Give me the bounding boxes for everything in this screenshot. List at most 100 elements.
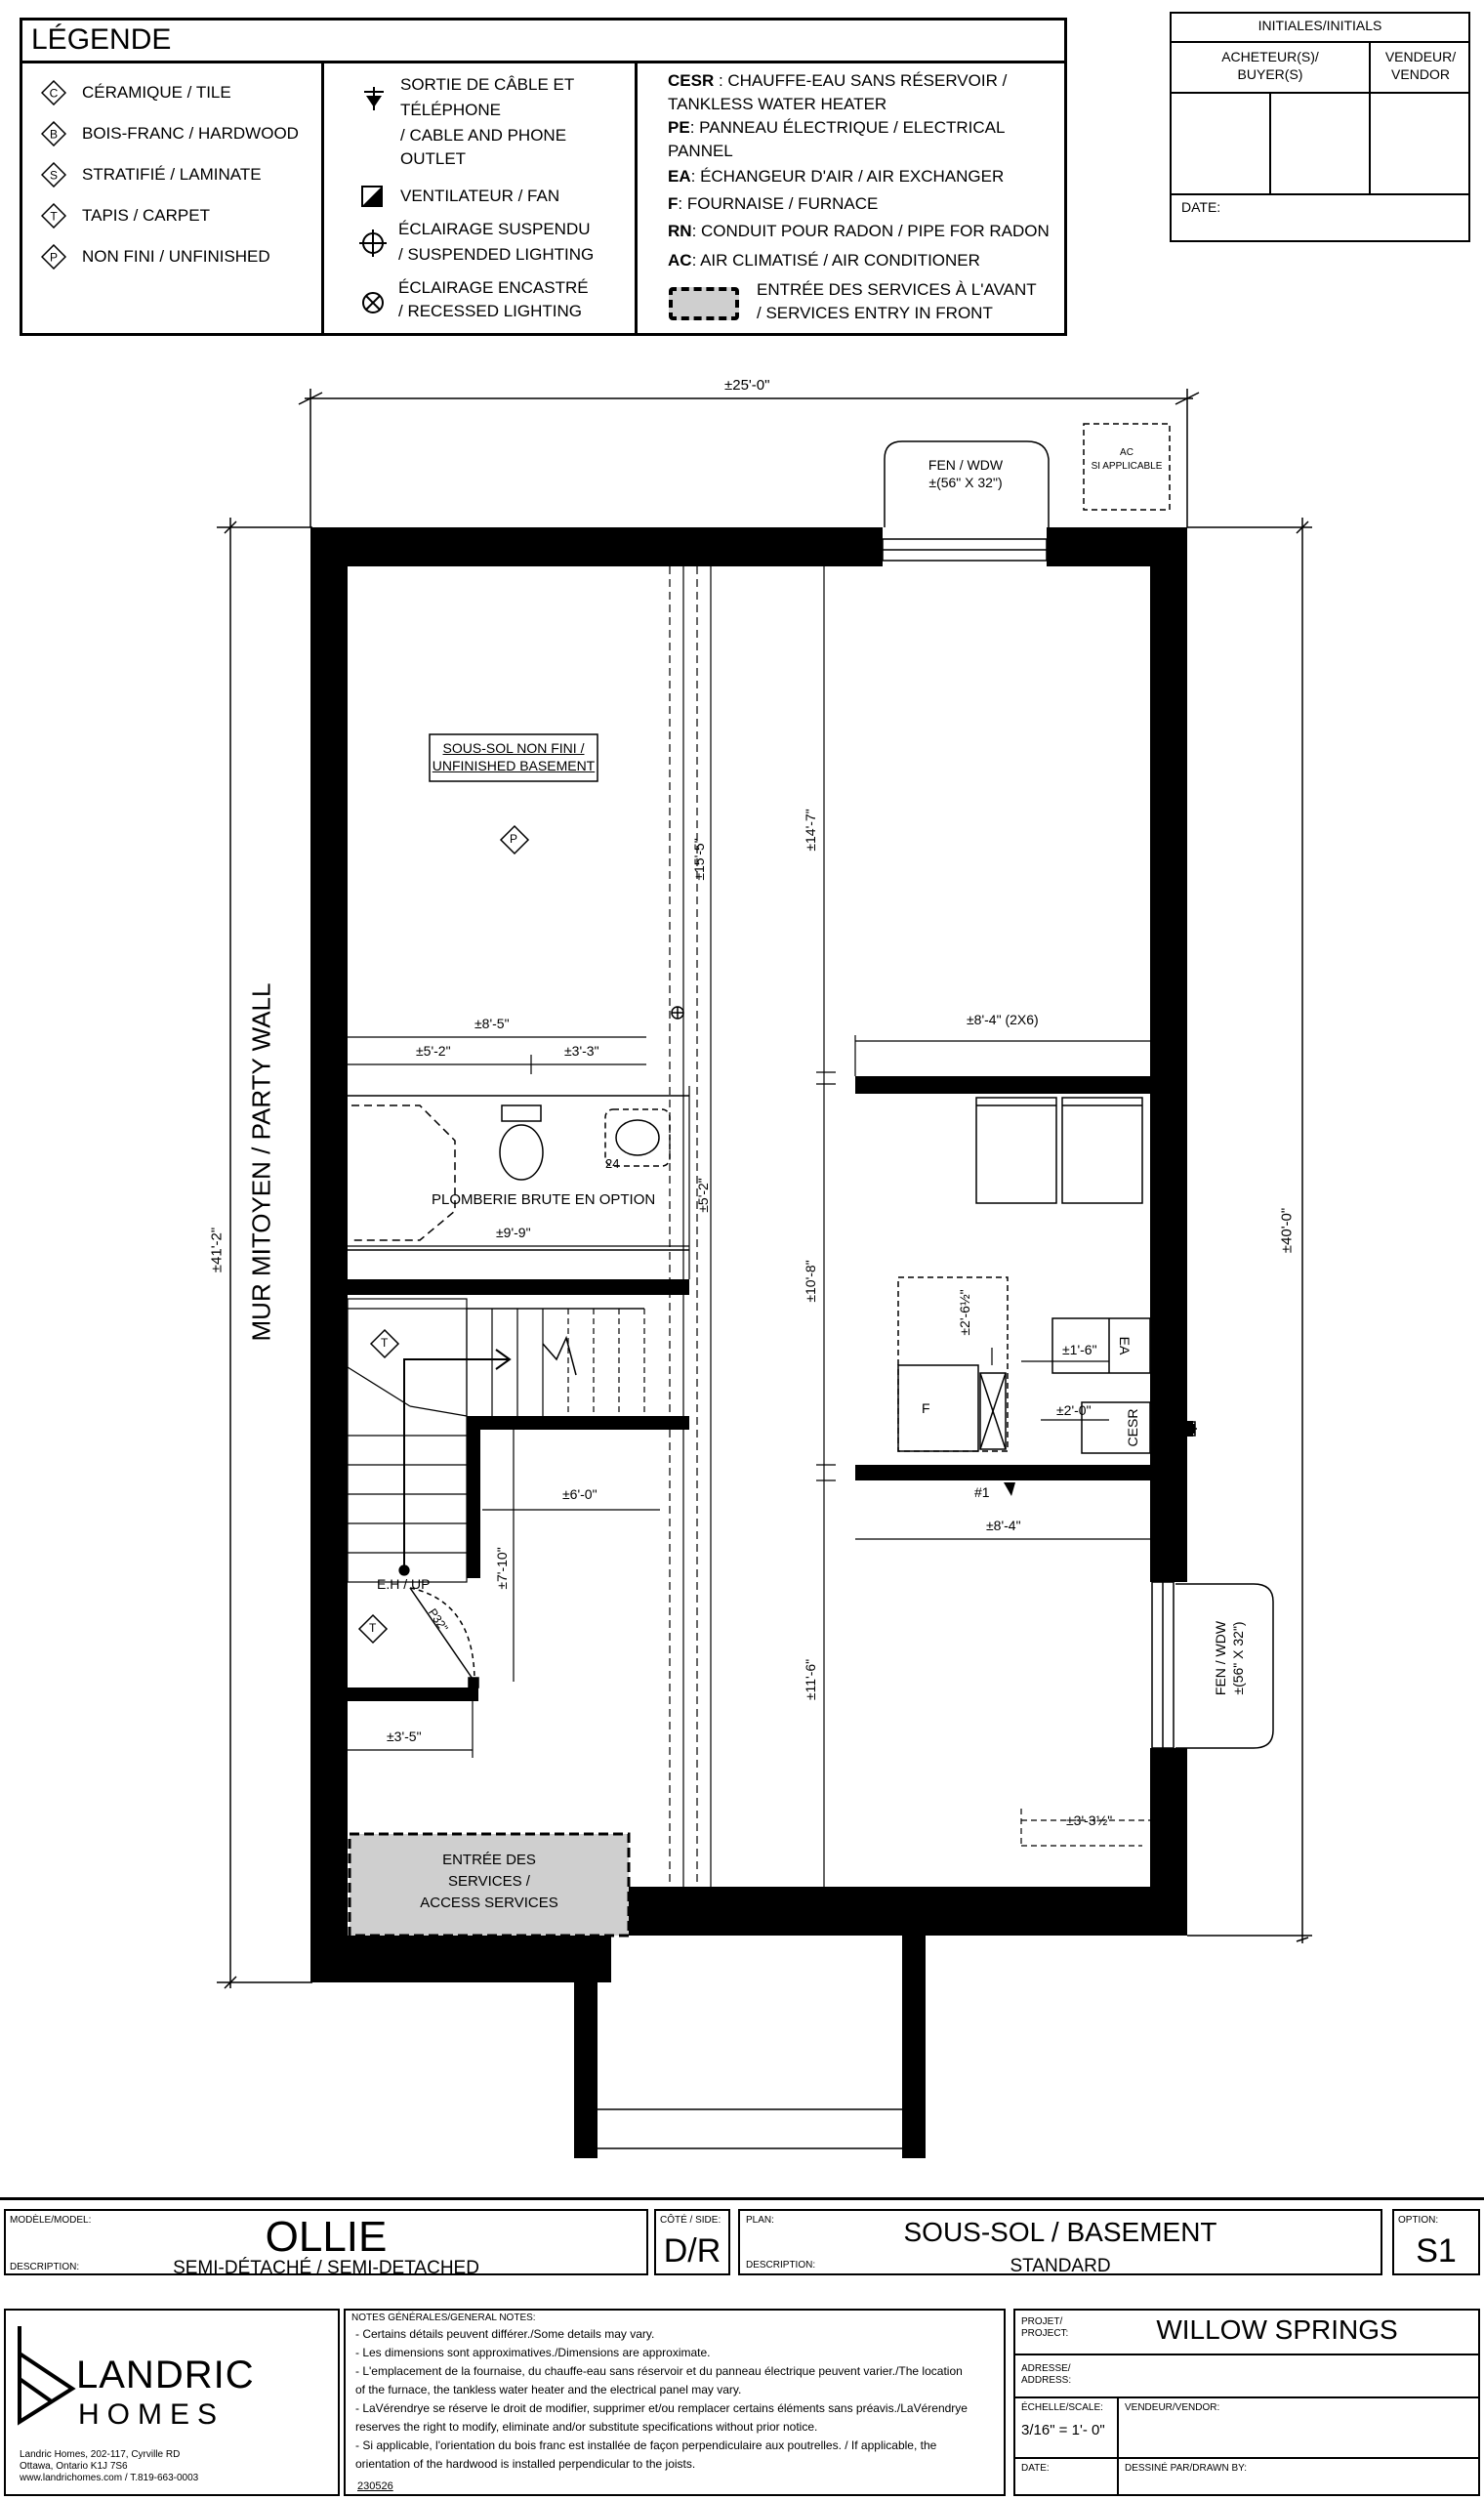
initials-date-label: DATE: [1181,199,1221,215]
furnace-label: F [922,1400,930,1416]
finish-symbol-icon-3: T [41,203,66,229]
dim-8-5: ±8'-5" [474,1016,510,1031]
scale-value: 3/16" = 1'- 0" [1021,2422,1105,2438]
side-value: D/R [663,2232,721,2270]
interior-walls [348,1076,1150,1701]
stairs [347,1298,645,1583]
svg-text:S: S [50,169,58,183]
note-line-7: orientation of the hardwood is installed… [355,2457,696,2471]
project-label-1: PROJET/ [1021,2316,1063,2327]
project-panel [1013,2309,1480,2496]
svg-text:B: B [50,128,58,142]
abbrev-text-0: : CHAUFFE-EAU SANS RÉSERVOIR / [714,71,1008,90]
note-line-2: - L'emplacement de la fournaise, du chau… [355,2364,963,2378]
unfinished-symbol: P [510,832,518,846]
dim-8-4-2x6: ±8'-4" (2X6) [967,1012,1039,1027]
cable-outlet-label-4: OUTLET [400,149,467,168]
abbrev-code-4: RN [668,222,692,240]
description-value: SEMI-DÉTACHÉ / SEMI-DETACHED [173,2258,479,2278]
unfinished-basement-label-2: UNFINISHED BASEMENT [432,758,596,773]
finish-label-2: STRATIFIÉ / LAMINATE [82,165,262,184]
abbrev-text2-1: PANNEL [668,142,733,160]
suspended-light-symbol [671,1006,684,1020]
recessed-light-label-1: ÉCLAIRAGE ENCASTRÉ [398,278,589,297]
abbrev-code-5: AC [668,251,692,270]
initials-col-2 [1369,41,1371,193]
door-swing [409,1587,479,1688]
finish-symbol-icon-0: C [41,80,66,105]
abbrev-code-0: CESR [668,71,715,90]
fan-label: VENTILATEUR / FAN [400,187,560,205]
rough-plumbing-label: PLOMBERIE BRUTE EN OPTION [432,1191,656,1208]
initials-vendor-2: VENDOR [1391,66,1450,82]
model-label: MODÈLE/MODEL: [10,2215,92,2226]
legend-title: LÉGENDE [31,23,172,56]
carpet-symbol-2: T [369,1621,377,1635]
svg-text:P: P [50,251,58,265]
finish-symbol-icon-4: P [41,244,66,270]
window-top-label-1: FEN / WDW [928,457,1004,473]
dim-10-8: ±10'-8" [803,1260,818,1303]
note-line-3: of the furnace, the tankless water heate… [355,2383,742,2396]
dim-14-7: ±14'-7" [803,809,818,852]
beam-lines [669,566,712,1887]
abbrev-row-3: F: FOURNAISE / FURNACE [668,193,878,215]
dim-2-6: ±2'-6½" [957,1289,972,1336]
dim-overall-width-label: ±25'-0" [724,377,770,394]
abbrev-code-3: F [668,194,679,213]
ac-box [1083,423,1171,511]
notes-code: 230526 [357,2480,393,2492]
abbrev-text-3: : FOURNAISE / FURNACE [678,194,879,213]
note-line-5: reserves the right to modify, eliminate … [355,2420,818,2434]
company-address-3: www.landrichomes.com / T.819-663-0003 [20,2473,199,2483]
address-label-1: ADRESSE/ [1021,2363,1071,2374]
initials-buyer-2: BUYER(S) [1237,66,1303,82]
services-access-box [348,1832,631,1938]
company-panel [4,2309,340,2496]
services-access-label-3: ACCESS SERVICES [420,1895,558,1911]
panel-marker-icon [1004,1482,1015,1496]
scale-label: ÉCHELLE/SCALE: [1021,2402,1103,2413]
floor-plan [217,389,1312,2158]
services-entry-swatch [669,287,739,320]
model-panel [4,2209,648,2275]
plan-label: PLAN: [746,2215,774,2226]
ea-label: EA [1117,1336,1133,1355]
abbrev-text-1: : PANNEAU ÉLECTRIQUE / ELECTRICAL [689,118,1006,137]
cable-outlet-label-3: / CABLE AND PHONE [400,126,567,145]
legend-divider-2 [635,61,638,336]
project-divider-3 [1013,2457,1480,2459]
dim-6-0: ±6'-0" [562,1486,598,1502]
company-name-2: HOMES [78,2398,226,2431]
services-access-label-1: ENTRÉE DES [442,1852,536,1868]
company-address-1: Landric Homes, 202-117, Cyrville RD [20,2449,181,2460]
notes-title: NOTES GÉNÉRALES/GENERAL NOTES: [351,2312,536,2323]
project-col-divider [1117,2396,1119,2496]
abbrev-row-5: AC: AIR CLIMATISÉ / AIR CONDITIONER [668,250,980,271]
dim-1-6: ±1'-6" [1062,1342,1097,1357]
abbrev-row-4: RN: CONDUIT POUR RADON / PIPE FOR RADON [668,221,1050,242]
drawn-by-label: DESSINÉ PAR/DRAWN BY: [1125,2463,1248,2474]
abbrev-code-2: EA [668,167,691,186]
abbrev-text-2: : ÉCHANGEUR D'AIR / AIR EXCHANGER [690,167,1005,186]
suspended-light-label-1: ÉCLAIRAGE SUSPENDU [398,220,591,238]
initials-buyer-1: ACHETEUR(S)/ [1221,49,1319,64]
dim-7-10: ±7'-10" [494,1547,510,1590]
party-wall-label: MUR MITOYEN / PARTY WALL [246,982,276,1342]
side-panel [654,2209,730,2275]
finish-symbol-icon-2: S [41,162,66,188]
date-label: DATE: [1021,2463,1050,2474]
svg-text:T: T [50,210,58,224]
unfinished-basement-label-1: SOUS-SOL NON FINI / [442,740,585,756]
services-entry-label-2: / SERVICES ENTRY IN FRONT [757,304,993,322]
note-line-1: - Les dimensions sont approximatives./Di… [355,2346,711,2359]
project-value: WILLOW SPRINGS [1156,2314,1398,2345]
stairs-label: E.H / UP [377,1576,431,1592]
note-line-4: - LaVérendrye se réserve le droit de mod… [355,2401,968,2415]
description-label: DESCRIPTION: [10,2262,80,2272]
legend-divider-1 [321,61,324,336]
plan-desc-label: DESCRIPTION: [746,2260,816,2271]
initials-divider-3 [1170,193,1470,195]
dim-3-3: ±3'-3" [564,1043,599,1059]
cable-outlet-label-1: SORTIE DE CÂBLE ET [400,75,575,94]
